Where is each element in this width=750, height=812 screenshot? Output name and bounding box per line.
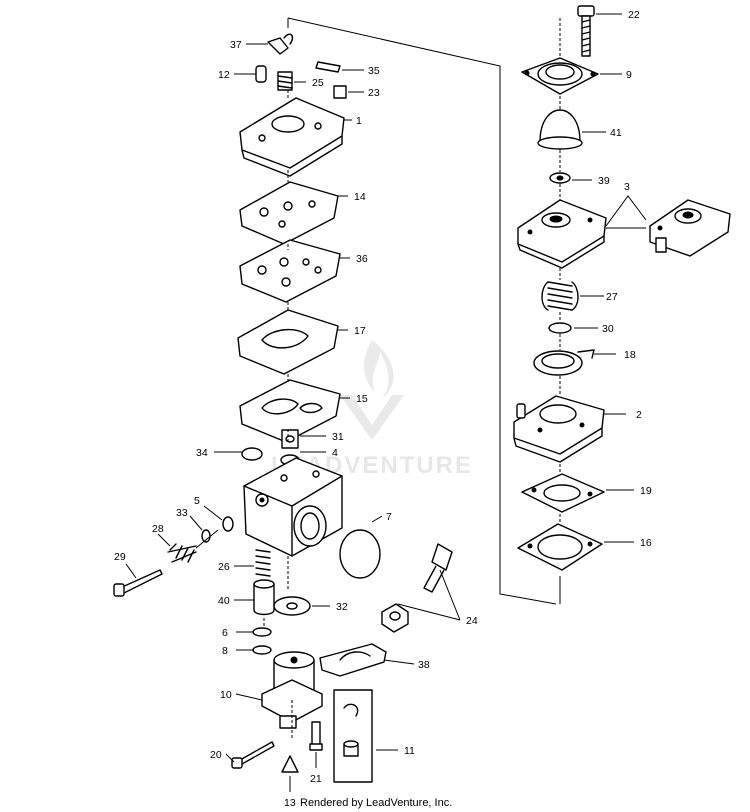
- callout-39: 39: [598, 175, 610, 187]
- part-34-cap: [241, 447, 263, 461]
- callout-2: 2: [636, 409, 642, 421]
- part-26-spring: [255, 549, 271, 577]
- part-15-gasket: [239, 379, 341, 443]
- callout-6: 6: [222, 627, 228, 639]
- callout-12: 12: [218, 69, 230, 81]
- callout-5: 5: [194, 495, 200, 507]
- part-3-pump-body: [517, 199, 731, 269]
- callout-10: 10: [220, 689, 232, 701]
- part-7-oring: [339, 529, 381, 579]
- part-11-kit: [333, 689, 373, 783]
- part-25-spring: [277, 71, 293, 91]
- part-29-screw: [113, 569, 163, 597]
- part-27-spring: [541, 281, 579, 311]
- callout-22: 22: [628, 9, 640, 21]
- callout-23: 23: [368, 87, 380, 99]
- part-40-valve: [253, 579, 275, 616]
- part-21-screw: [309, 721, 323, 751]
- part-12-plug: [255, 65, 267, 83]
- part-9-cover: [521, 57, 599, 95]
- callout-26: 26: [218, 561, 230, 573]
- callout-16: 16: [640, 537, 652, 549]
- part-30-disk: [548, 322, 572, 334]
- part-35-pin: [315, 61, 341, 73]
- part-22-screw: [577, 5, 595, 57]
- part-24-adjuster: [381, 543, 453, 633]
- callout-9: 9: [626, 69, 632, 81]
- part-1-cover: [239, 97, 345, 177]
- callout-25: 25: [312, 77, 324, 89]
- callout-labels: 22 9 41 39 3 27 30 18 2 19 16 37 35 12 2…: [114, 9, 652, 809]
- part-17-diaphragm: [237, 309, 339, 375]
- part-19-gasket: [521, 473, 605, 513]
- part-41-primer-bulb: [537, 109, 583, 150]
- callout-31: 31: [332, 431, 344, 443]
- part-37-clip: [267, 33, 294, 55]
- callout-3: 3: [624, 181, 630, 193]
- callout-38: 38: [418, 659, 430, 671]
- part-20-screw: [231, 741, 275, 769]
- callout-20: 20: [210, 749, 222, 761]
- callout-41: 41: [610, 127, 622, 139]
- callout-36: 36: [356, 253, 368, 265]
- part-14-gasket: [239, 181, 339, 245]
- part-16-gasket: [517, 523, 603, 571]
- callout-40: 40: [218, 595, 230, 607]
- callout-18: 18: [624, 349, 636, 361]
- callout-37: 37: [230, 39, 242, 51]
- part-6-oring: [252, 627, 272, 637]
- part-8-oring: [252, 645, 272, 655]
- leader-lines: [125, 13, 647, 792]
- callout-32: 32: [336, 601, 348, 613]
- part-28-spring: [167, 543, 197, 563]
- assembly-lines: [195, 17, 646, 740]
- footer-credit: Rendered by LeadVenture, Inc.: [300, 797, 452, 809]
- callout-33: 33: [176, 507, 188, 519]
- callout-29: 29: [114, 551, 126, 563]
- callout-11: 11: [404, 745, 415, 757]
- part-2-body: [513, 395, 605, 463]
- callout-15: 15: [356, 393, 368, 405]
- callout-34: 34: [196, 447, 208, 459]
- callout-4: 4: [332, 447, 338, 459]
- callout-13: 13: [284, 797, 296, 809]
- part-5-oring: [222, 516, 234, 532]
- part-13-cap: [281, 755, 299, 773]
- callout-28: 28: [152, 523, 164, 535]
- callout-8: 8: [222, 645, 228, 657]
- part-31-insert: [281, 429, 299, 449]
- part-32-washer: [273, 596, 311, 616]
- callout-24: 24: [466, 615, 478, 627]
- callout-7: 7: [386, 511, 392, 523]
- callout-27: 27: [606, 291, 618, 303]
- callout-17: 17: [354, 325, 366, 337]
- part-39-washer: [549, 172, 571, 184]
- callout-30: 30: [602, 323, 614, 335]
- carburetor-body: [243, 457, 343, 557]
- part-18-diaphragm: [533, 349, 595, 376]
- part-36-gasket: [239, 239, 341, 303]
- callout-19: 19: [640, 485, 652, 497]
- callout-35: 35: [368, 65, 380, 77]
- part-38-bracket: [319, 643, 387, 677]
- callout-1: 1: [356, 115, 362, 127]
- part-23-nut: [333, 85, 347, 99]
- callout-14: 14: [354, 191, 366, 203]
- callout-21: 21: [310, 773, 322, 785]
